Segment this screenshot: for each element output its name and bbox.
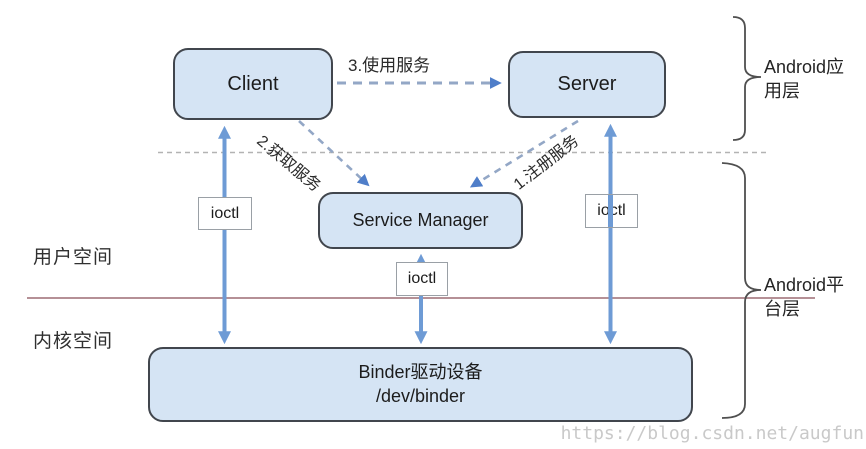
ioctl-label-service-manager: ioctl: [396, 262, 448, 296]
user-space-label: 用户空间: [33, 247, 114, 268]
ioctl-text: ioctl: [210, 204, 240, 222]
binder-driver-label-line1: Binder驱动设备: [358, 362, 483, 383]
kernel-space-label: 内核空间: [33, 331, 114, 352]
binder-driver-node: Binder驱动设备 /dev/binder: [148, 347, 693, 422]
csdn-watermark: https://blog.csdn.net/augfun: [560, 423, 864, 444]
client-node: Client: [173, 48, 333, 120]
android-app-layer-line1: Android应: [764, 57, 845, 77]
server-arrow-segment-over-ioctl: [608, 195, 613, 227]
service-manager-node: Service Manager: [318, 192, 523, 249]
ioctl-label-client: ioctl: [198, 197, 252, 230]
app-layer-brace: [732, 16, 762, 141]
service-manager-node-label: Service Manager: [352, 210, 489, 230]
android-platform-layer-label: Android平 台层: [764, 273, 844, 322]
android-app-layer-label: Android应 用层: [764, 55, 844, 104]
server-node-label: Server: [557, 73, 617, 95]
client-node-label: Client: [227, 72, 279, 95]
ioctl-text: ioctl: [407, 270, 437, 287]
android-platform-layer-line1: Android平: [764, 275, 845, 295]
server-node: Server: [508, 51, 666, 118]
android-app-layer-line2: 用层: [764, 81, 800, 102]
get-service-arrow: [298, 120, 370, 187]
use-service-arrow-label: 3.使用服务: [348, 56, 431, 75]
android-platform-layer-line2: 台层: [764, 299, 800, 320]
binder-driver-label-line2: /dev/binder: [375, 385, 466, 406]
platform-layer-brace: [721, 162, 762, 419]
